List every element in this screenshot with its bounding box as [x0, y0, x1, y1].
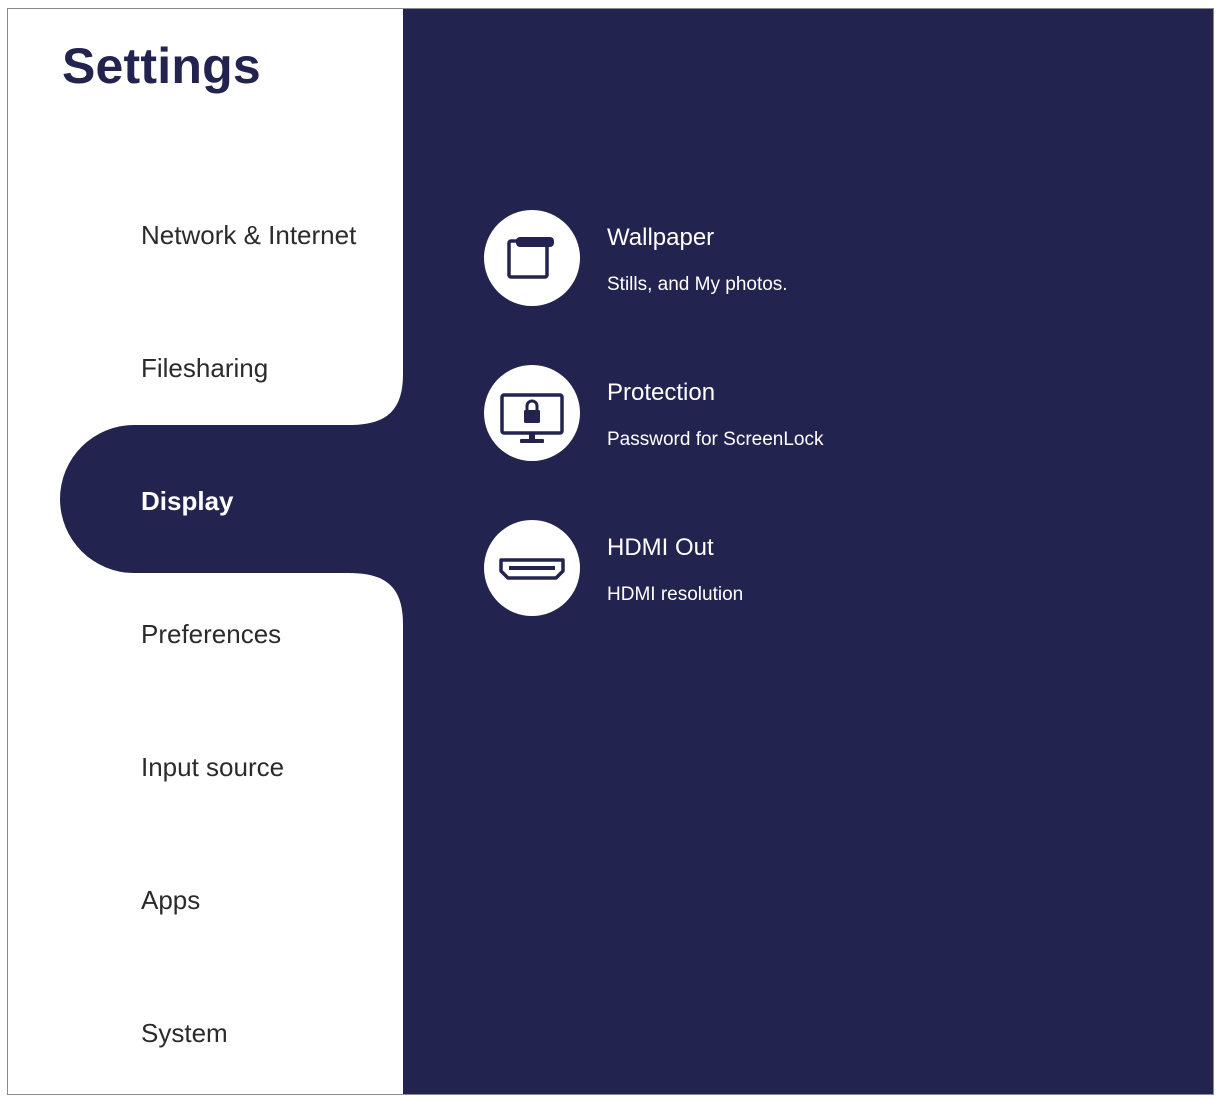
setting-wallpaper-title: Wallpaper	[607, 224, 715, 251]
sidebar-item-system[interactable]: System	[141, 1018, 228, 1048]
setting-hdmi-out[interactable]: HDMI Out HDMI resolution	[484, 520, 1084, 620]
hdmi-port-icon	[484, 520, 580, 616]
setting-wallpaper[interactable]: Wallpaper Stills, and My photos.	[484, 210, 1084, 310]
setting-hdmi-out-subtitle: HDMI resolution	[607, 584, 744, 605]
settings-window: Settings Network & Internet Filesharing …	[7, 8, 1214, 1095]
setting-protection[interactable]: Protection Password for ScreenLock	[484, 365, 1084, 465]
setting-protection-title: Protection	[607, 379, 716, 406]
sidebar-item-preferences[interactable]: Preferences	[141, 619, 282, 649]
monitor-lock-icon	[484, 365, 580, 461]
sidebar-item-network-internet[interactable]: Network & Internet	[141, 220, 357, 250]
sidebar-item-display[interactable]: Display	[141, 486, 234, 516]
settings-sidebar	[8, 9, 403, 1094]
sidebar-item-input-source[interactable]: Input source	[141, 752, 285, 782]
sidebar-item-filesharing[interactable]: Filesharing	[141, 353, 269, 383]
wallpaper-icon	[484, 210, 580, 306]
sidebar-item-apps[interactable]: Apps	[141, 885, 201, 915]
setting-protection-subtitle: Password for ScreenLock	[607, 429, 824, 450]
page-title: Settings	[62, 38, 261, 94]
setting-hdmi-out-title: HDMI Out	[607, 534, 714, 561]
setting-wallpaper-subtitle: Stills, and My photos.	[607, 274, 788, 295]
